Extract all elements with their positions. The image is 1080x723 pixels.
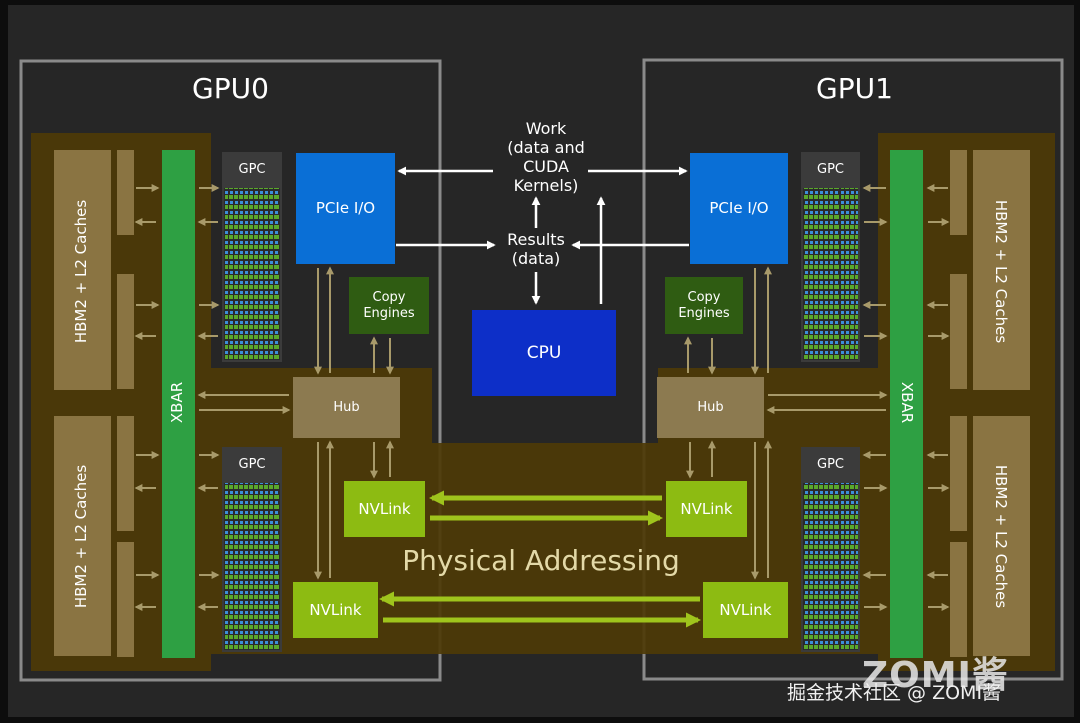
gpu1-internal-arrows [684, 184, 950, 611]
gpu1-hub-label: Hub [697, 399, 724, 415]
gpu0-xbar [162, 150, 195, 658]
gpu0-gpc-bottom-label: GPC [238, 457, 266, 472]
gpu1-pcie-label: PCIe I/O [709, 199, 769, 217]
gpu0-internal-arrows [134, 184, 394, 611]
gpu1-nvlink-a-label: NVLink [680, 499, 733, 518]
gpu1-hbm-bottom-label: HBM2 + L2 Caches [992, 464, 1011, 608]
gpu1-nvlink-a-box [666, 481, 747, 537]
gpu0-nvlink-b-label: NVLink [309, 600, 362, 619]
gpu1-xbar-label: XBAR [898, 381, 917, 423]
gpu1-nvlink-b-label: NVLink [719, 600, 772, 619]
nvlink-arrows [379, 490, 701, 628]
gpu0-hub-box [293, 377, 400, 438]
gpu1-hbm-blocks [950, 150, 1030, 657]
gpu1-copy-label: Copy Engines [678, 289, 730, 321]
physical-addressing-label: Physical Addressing [402, 543, 680, 577]
gpu1-gpc-bottom-label: GPC [817, 457, 844, 472]
gpu1-hub-box [657, 377, 764, 438]
gpu1-copy-box [665, 277, 743, 334]
gpu0-pcie-box [296, 153, 395, 264]
watermark-logo: ZOMI酱 [862, 655, 1009, 696]
watermark-text: 掘金技术社区 @ ZOMI酱 [787, 682, 1002, 704]
gpu1-border [642, 58, 1064, 681]
gpu0-border [19, 59, 442, 682]
gpu0-pcie-label: PCIe I/O [315, 199, 376, 217]
gpu1-gpc-bottom [801, 447, 860, 652]
cpu-box [472, 310, 616, 396]
cpu-label: CPU [526, 342, 562, 363]
gpu0-hbm-bottom-label: HBM2 + L2 Caches [72, 464, 91, 608]
work-label: Work (data and CUDA Kernels) [507, 119, 585, 195]
gpu1-nvlink-b-box [703, 582, 788, 638]
gpu0-hbm-blocks [54, 150, 134, 657]
gpu0-title: GPU0 [192, 72, 269, 105]
gpu0-nvlink-a-box [344, 481, 425, 537]
pcie-cpu-arrows [396, 166, 689, 305]
gpu1-gpc-top-label: GPC [817, 162, 844, 177]
gpu1-title: GPU1 [816, 72, 893, 105]
gpu0-hub-label: Hub [333, 399, 360, 415]
gpu0-copy-box [349, 277, 429, 334]
results-label: Results (data) [507, 230, 565, 268]
gpu0-xbar-label: XBAR [168, 381, 187, 423]
gpu1-gpc-top [801, 152, 860, 362]
gpu0-gpc-bottom [222, 447, 282, 652]
gpu1-hbm-top-label: HBM2 + L2 Caches [992, 199, 1011, 343]
gpu0-gpc-top [222, 152, 282, 362]
gpu0-gpc-top-label: GPC [238, 162, 266, 177]
gpu1-xbar [890, 150, 923, 658]
gpu0-nvlink-b-box [293, 582, 378, 638]
gpu0-nvlink-a-label: NVLink [358, 499, 411, 518]
gpu0-hbm-top-label: HBM2 + L2 Caches [72, 199, 91, 343]
gpu1-pcie-box [690, 153, 788, 264]
gpu0-copy-label: Copy Engines [363, 289, 415, 321]
